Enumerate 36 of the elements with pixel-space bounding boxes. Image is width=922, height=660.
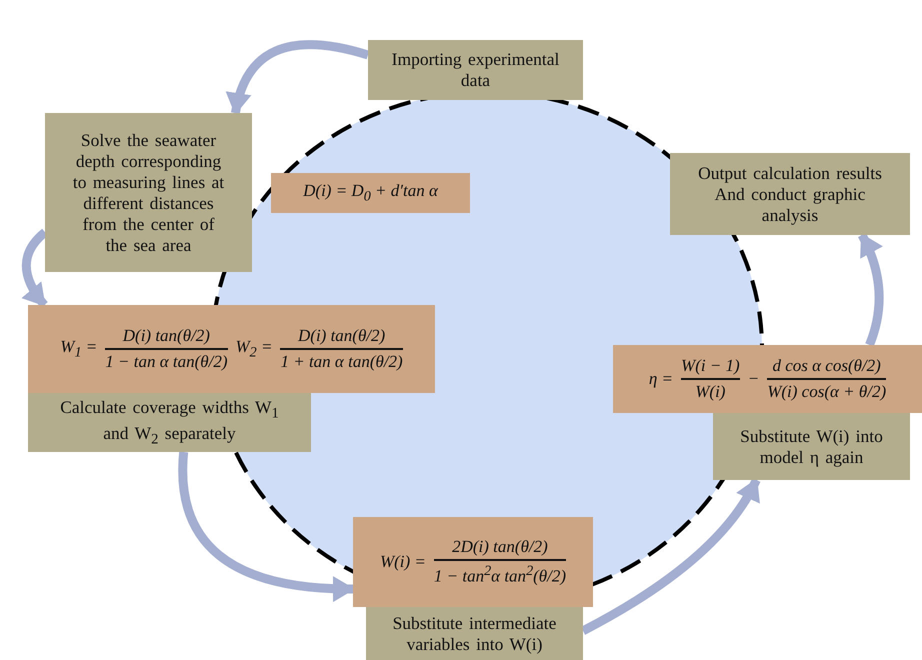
process-box [670,153,910,235]
cycle-arrow [226,40,370,115]
formula-text: η = [648,369,674,389]
formula-text: W$_{2}$ = [236,336,272,362]
process-box [368,40,583,100]
formula-text: D(i) = D$_{0}$ + d′tan α [303,180,438,206]
formula-numerator: 2D(i) tan(θ/2) [452,537,548,558]
formula-denominator: W(i) cos(α + θ/2) [767,382,886,402]
formula-text: W$_{1}$ = [60,336,98,362]
formula-numerator: D(i) tan(θ/2) [298,326,386,346]
cycle-arrow [178,452,355,602]
process-box [713,413,910,480]
process-box [28,393,311,452]
formula-box [28,305,435,393]
step-text: Substitute W(i) into model η again [739,426,884,468]
formula-denominator: 1 − tan α tan(θ/2) [105,352,228,372]
formula-box [613,345,922,413]
formula-numerator: D(i) tan(θ/2) [122,326,210,346]
process-box [366,607,583,660]
step-text: Output calculation results And conduct graphic analysis [697,162,883,226]
cycle-arrow [22,228,48,308]
formula-numerator: W(i − 1) [681,356,740,376]
formula-text: − [748,369,760,389]
step-text: Importing experimental data [390,49,560,91]
cycle-arrow [858,232,884,347]
step-text: Calculate coverage widths W$_{1}$ and W$_{2}$ separately [59,396,280,448]
process-box [45,113,252,272]
formula-text: W(i) = [380,552,426,572]
step-text: Substitute intermediate variables into W(i) [392,612,558,654]
formula-denominator: W(i) [695,382,726,402]
formula-box [353,517,593,607]
formula-denominator: 1 − tan$^{2}$α tan$^{2}$(θ/2) [434,562,566,587]
formula-denominator: 1 + tan α tan(θ/2) [280,352,403,372]
formula-box [271,173,470,213]
formula-numerator: d cos α cos(θ/2) [772,356,881,376]
step-text: Solve the seawater depth corresponding to measuring lines at different distances from the center of the sea area [72,130,226,256]
